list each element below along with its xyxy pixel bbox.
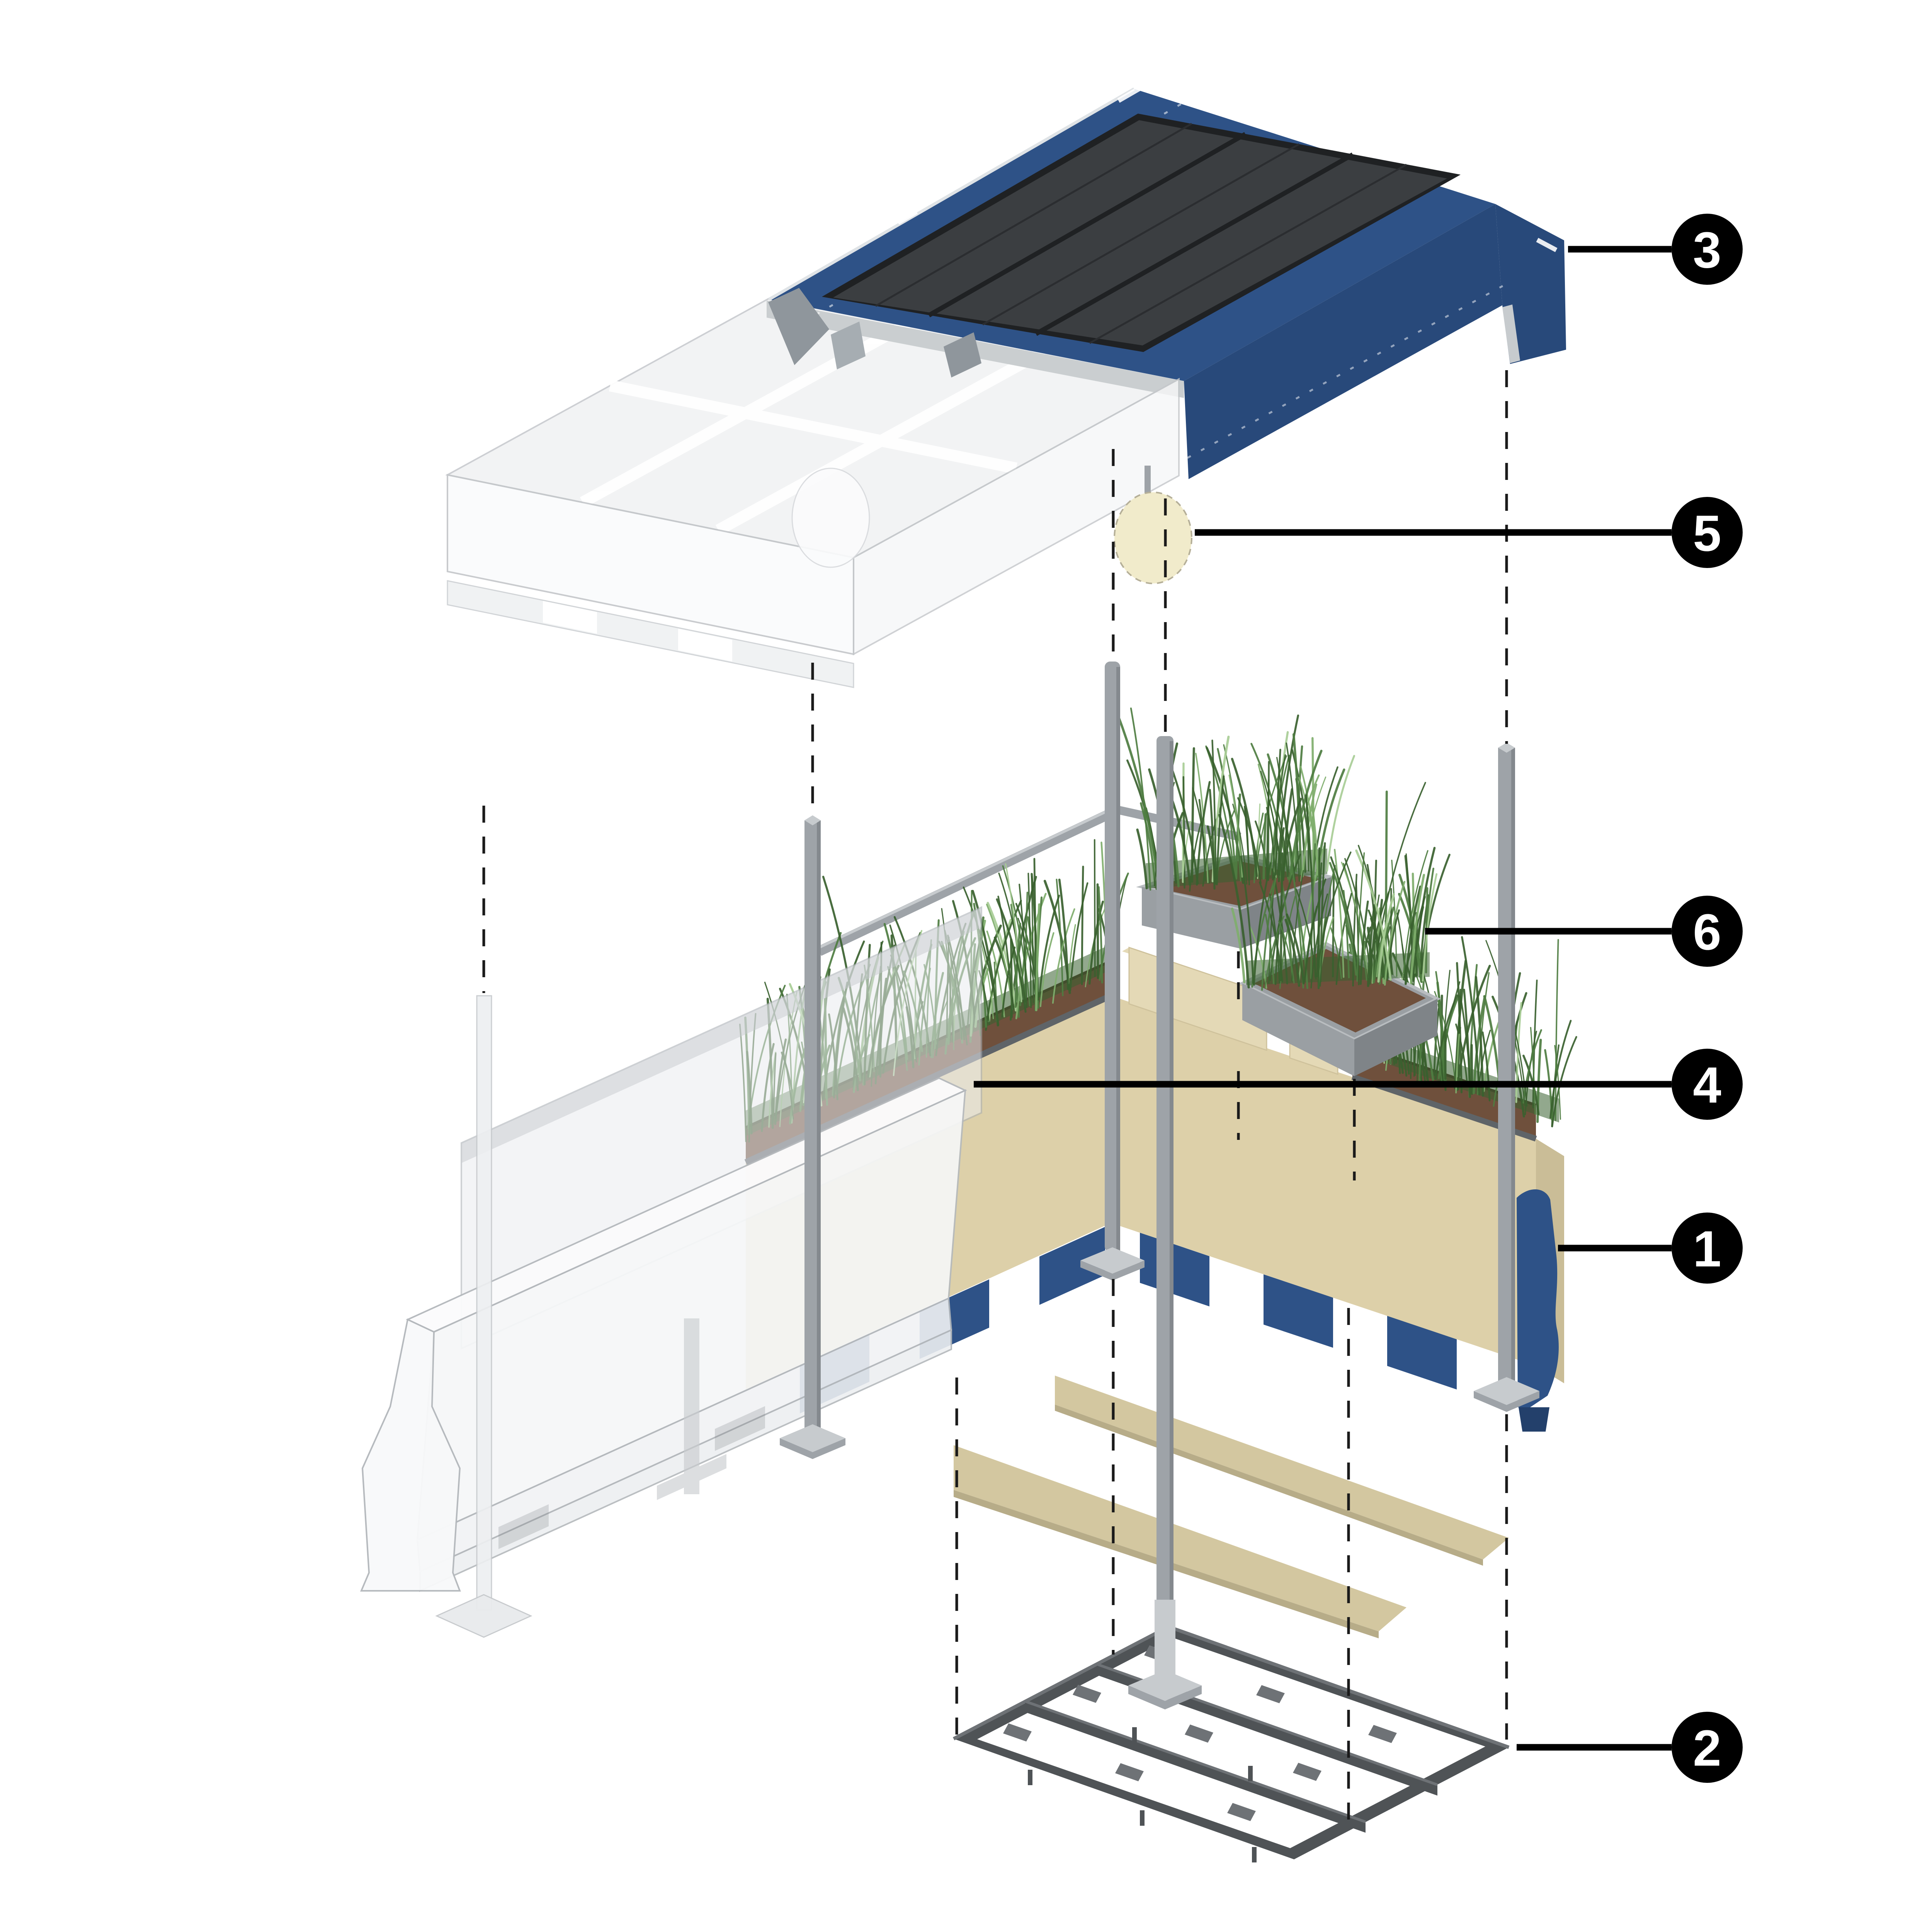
callout-5-number: 5 (1693, 505, 1721, 562)
barrier-end-profile (360, 1318, 461, 1592)
frame-edge-highlight (952, 1625, 1170, 1740)
ghost-table-legs (657, 1318, 726, 1500)
deck-planks (954, 1376, 1509, 1638)
callout-3-number: 3 (1693, 222, 1721, 279)
callout-1-number: 1 (1693, 1221, 1721, 1277)
barrier-base-end (1517, 1189, 1559, 1432)
callout-2: 2 (1517, 1712, 1743, 1783)
solar-panel-joints (928, 132, 1354, 336)
ghost-canopy-fascia (447, 288, 1180, 688)
canopy-clip-icon (944, 332, 981, 378)
ghost-post-foot (435, 1594, 532, 1638)
roof-leg (1495, 204, 1566, 364)
rail-bar-left (817, 805, 1120, 956)
callout-2-badge (1672, 1712, 1743, 1783)
callout-5: 5 (1195, 497, 1743, 568)
pendant-light (1114, 466, 1192, 584)
callout-6-number: 6 (1693, 904, 1721, 961)
ghost-curb-module (360, 906, 982, 1638)
callout-6: 6 (1425, 896, 1743, 967)
callout-6-badge (1672, 896, 1743, 967)
callouts: 3 5 6 4 1 2 (974, 214, 1743, 1783)
callout-4-badge (1672, 1049, 1743, 1120)
light-globe (1114, 492, 1192, 584)
planter-box-left-face (1242, 983, 1354, 1076)
ghost-fascia-slot (678, 629, 732, 662)
planter-box-right-face (1354, 999, 1437, 1076)
canopy-bracket-icon (831, 321, 866, 369)
post-sleeve (1155, 1600, 1175, 1677)
posts (780, 662, 1539, 1709)
frame-ring (954, 1627, 1509, 1859)
callout-4: 4 (974, 1049, 1743, 1120)
ghost-post (476, 995, 492, 1611)
canopy-bracket-icon (768, 288, 829, 365)
ghost-screen-cap (461, 907, 981, 1163)
callout-1-badge (1672, 1213, 1743, 1284)
barrier-foot (1519, 1407, 1549, 1432)
barrier-foot-slot (715, 1406, 765, 1451)
deck-plank-front (954, 1445, 1406, 1631)
solar-array-face (833, 120, 1447, 345)
post-corner (1080, 662, 1145, 1281)
callout-3-badge (1672, 214, 1743, 285)
post-foot-edge (1080, 1260, 1145, 1281)
barrier-feet-right (1140, 1233, 1457, 1389)
solar-roof (767, 86, 1566, 479)
post-center (1128, 736, 1202, 1709)
callout-2-number: 2 (1693, 1720, 1721, 1777)
callout-5-badge (1672, 497, 1743, 568)
frame-cleats (1003, 1645, 1397, 1821)
roof-leg-inner-face (1502, 304, 1520, 363)
ghost-fascia-left (447, 474, 854, 655)
frame-rail (1025, 1701, 1366, 1833)
frame-rail-highlight (1024, 1700, 1366, 1823)
callout-1: 1 (1558, 1213, 1743, 1284)
lower-planter-grass (1218, 782, 1451, 991)
roof-ridge-highlight (768, 87, 1135, 301)
ghost-light-fixture (791, 468, 870, 568)
post-foot-edge (1474, 1391, 1539, 1412)
post-right (1474, 743, 1539, 1412)
rail-bar-highlight (818, 804, 1119, 949)
ghost-fascia-slot (543, 601, 597, 634)
frame-edge-highlight (1168, 1625, 1510, 1749)
post-cap (804, 815, 821, 825)
post-left (780, 815, 845, 1459)
post-cap (1498, 743, 1515, 753)
callout-4-number: 4 (1693, 1057, 1721, 1114)
post-foot-edge (1128, 1685, 1202, 1709)
right-wall-face (1111, 996, 1536, 1366)
ground-frame (952, 1625, 1510, 1862)
alignment-dashes (482, 370, 1508, 1831)
solar-panel-midlines (875, 122, 1407, 344)
barrier-foot-slot (498, 1504, 549, 1549)
post-foot-edge (780, 1438, 845, 1459)
solar-array (822, 114, 1461, 352)
callout-3: 3 (1568, 214, 1743, 285)
roof-front-face (1184, 204, 1502, 479)
